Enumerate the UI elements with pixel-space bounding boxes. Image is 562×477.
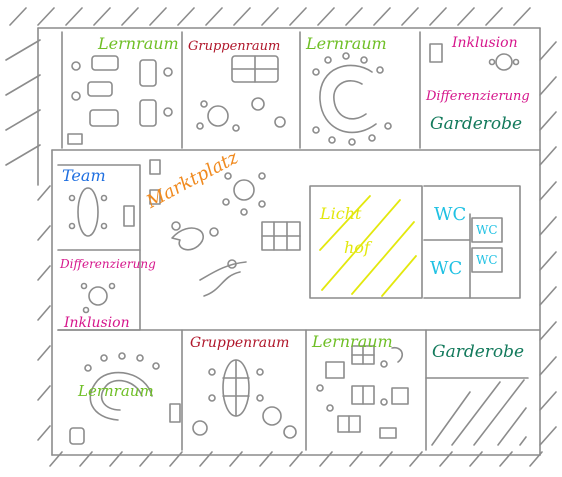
label-wc-large-upper: WC xyxy=(434,204,467,225)
furniture-marktplatz xyxy=(149,159,301,297)
label-lichthof-line1: Licht xyxy=(320,204,362,223)
label-top-lernraum-right: Lernraum xyxy=(306,34,387,53)
walls xyxy=(37,27,541,456)
furniture-top-lernraum-right xyxy=(312,52,392,146)
outer-wall-hatching xyxy=(5,7,557,467)
label-wc-large-lower: WC xyxy=(430,258,463,279)
furniture-top-gruppenraum xyxy=(196,55,286,132)
label-top-gruppenraum: Gruppenraum xyxy=(188,39,281,54)
label-bottom-lernraum-left: Lernraum xyxy=(78,382,154,400)
lichthof-hatching xyxy=(319,195,417,297)
furniture-left-rooms xyxy=(68,187,135,314)
label-top-garderobe: Garderobe xyxy=(430,114,523,134)
label-top-differenzierung: Differenzierung xyxy=(426,89,530,104)
furniture-top-left xyxy=(67,55,173,145)
label-top-lernraum-left: Lernraum xyxy=(98,34,179,53)
label-top-inklusion: Inklusion xyxy=(452,35,518,51)
label-team: Team xyxy=(62,166,106,185)
furniture-bottom-gruppenraum xyxy=(192,359,297,439)
furniture-bottom-lernraum xyxy=(69,352,181,445)
label-left-differenzierung: Differenzierung xyxy=(60,257,156,271)
label-wc-small-upper: WC xyxy=(476,223,498,237)
label-left-inklusion: Inklusion xyxy=(64,315,130,331)
label-wc-small-lower: WC xyxy=(476,253,498,267)
label-lichthof-line2: hof xyxy=(344,238,370,257)
label-bottom-lernraum-right: Lernraum xyxy=(312,332,393,351)
label-bottom-gruppenraum: Gruppenraum xyxy=(190,335,290,351)
label-bottom-garderobe: Garderobe xyxy=(432,342,525,362)
furniture-bottom-lernraum-right xyxy=(316,345,409,439)
furniture-top-inklusion xyxy=(429,43,520,71)
